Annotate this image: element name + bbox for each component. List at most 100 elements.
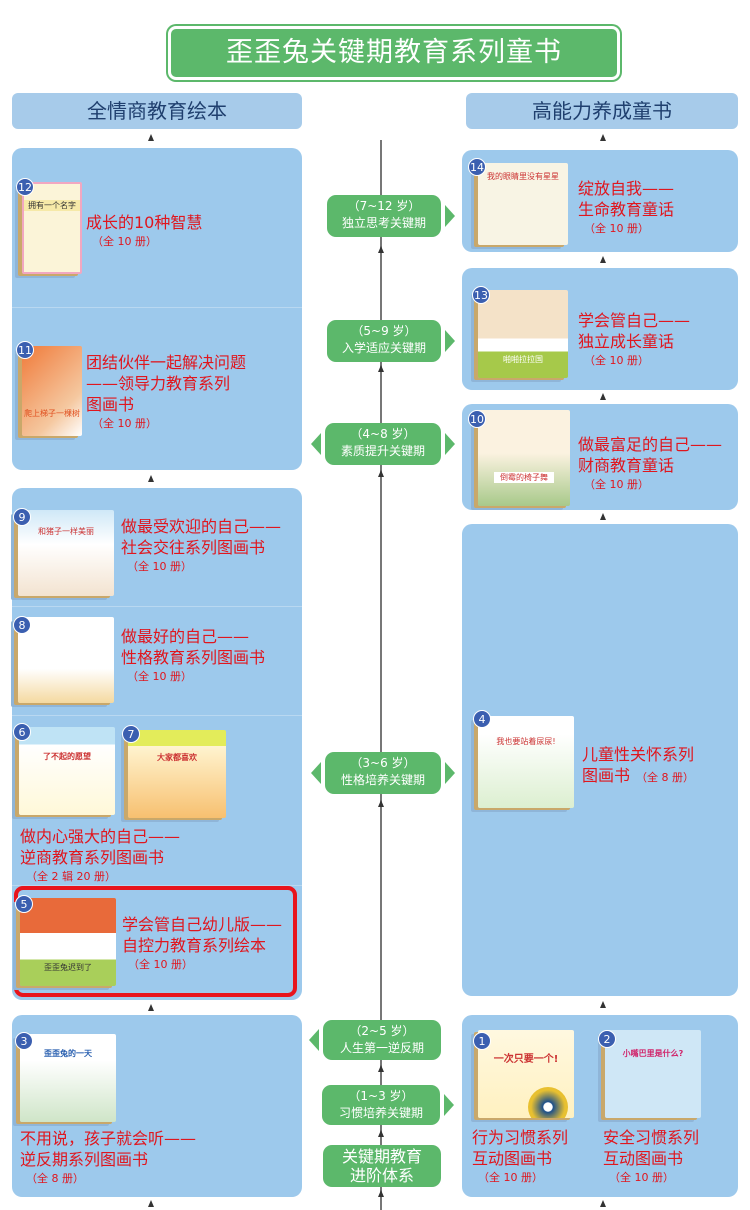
cd-icon — [528, 1087, 568, 1118]
timeline-line — [380, 140, 382, 1210]
number-badge: 10 — [468, 410, 486, 428]
book-series-4[interactable]: 儿童性关怀系列图画书（全 8 册） — [582, 744, 694, 788]
series-subtitle: 社会交往系列图画书 — [121, 538, 266, 557]
arrow-right-icon — [445, 433, 455, 455]
volume-count: （全 8 册） — [26, 1172, 84, 1185]
age-stage-2-5: （2~5 岁）人生第一逆反期 — [323, 1020, 441, 1060]
volume-count: （全 10 册） — [584, 478, 649, 491]
series-title: 安全习惯系列 — [603, 1128, 700, 1147]
number-badge: 2 — [598, 1030, 616, 1048]
book-cover-2[interactable]: 小嘴巴里是什么? — [605, 1030, 701, 1118]
arrow-up-icon — [378, 800, 384, 807]
cover-title: 我的眼睛里没有星星 — [487, 172, 559, 181]
cover-title: 大家都喜欢 — [157, 753, 197, 762]
stage-name: 习惯培养关键期 — [338, 1106, 423, 1120]
age-range: （3~6 岁） — [350, 756, 416, 770]
age-range: （5~9 岁） — [351, 324, 417, 338]
series-title: 做最富足的自己—— — [578, 435, 723, 454]
series-subtitle: 逆反期系列图画书 — [20, 1150, 149, 1169]
series-subtitle: 逆商教育系列图画书 — [20, 848, 165, 867]
book-series-10[interactable]: 做最富足的自己——财商教育童话（全 10 册） — [578, 434, 722, 492]
cover-title: 拥有一个名字 — [24, 200, 80, 211]
book-cover-3[interactable]: 歪歪兔的一天 — [20, 1034, 116, 1122]
age-stage-7-12: （7~12 岁）独立思考关键期 — [327, 195, 441, 237]
stage-name: 素质提升关键期 — [340, 444, 425, 458]
book-series-1[interactable]: 行为习惯系列互动图画书（全 10 册） — [472, 1127, 568, 1185]
arrow-up-icon — [378, 1190, 384, 1197]
book-cover-9[interactable]: 和猪子一样美丽 — [18, 510, 114, 596]
series-title: 做内心强大的自己—— — [20, 827, 181, 846]
book-series-6-7[interactable]: 做内心强大的自己——逆商教育系列图画书（全 2 辑 20 册） — [20, 826, 180, 884]
number-badge: 3 — [15, 1032, 33, 1050]
volume-count: （全 10 册） — [92, 417, 157, 430]
book-cover-13[interactable]: 啪啪拉拉国 — [478, 290, 568, 378]
age-stage-4-8: （4~8 岁） 素质提升关键期 — [325, 423, 441, 465]
series-title: 绽放自我—— — [578, 179, 675, 198]
arrow-up-icon — [378, 365, 384, 372]
arrow-right-icon — [444, 1094, 454, 1116]
book-cover-5[interactable]: 歪歪兔迟到了 — [20, 898, 116, 986]
book-cover-4[interactable]: 我也要站着尿尿! — [478, 716, 574, 808]
book-series-8[interactable]: 做最好的自己—— 性格教育系列图画书 （全 10 册） — [121, 626, 265, 684]
book-cover-12[interactable]: 拥有一个名字 — [22, 182, 82, 274]
book-series-11[interactable]: 团结伙伴一起解决问题——领导力教育系列图画书（全 10 册） — [86, 352, 246, 431]
arrow-up-icon — [148, 134, 154, 141]
book-series-5[interactable]: 学会管自己幼儿版——自控力教育系列绘本（全 10 册） — [122, 914, 282, 972]
book-cover-1[interactable]: 一次只要一个! — [478, 1030, 574, 1118]
book-series-13[interactable]: 学会管自己——独立成长童话（全 10 册） — [578, 310, 690, 368]
right-column-header: 高能力养成童书 — [466, 93, 738, 129]
number-badge: 13 — [472, 286, 490, 304]
arrow-right-icon — [445, 205, 455, 227]
system-label-line: 关键期教育 — [341, 1147, 422, 1166]
series-subtitle: 图画书 — [582, 766, 631, 785]
arrow-right-icon — [445, 330, 455, 352]
number-badge: 12 — [16, 178, 34, 196]
age-range: （4~8 岁） — [350, 427, 416, 441]
arrow-up-icon — [600, 134, 606, 141]
series-title: 做最好的自己—— — [121, 627, 250, 646]
age-range: （1~3 岁） — [348, 1089, 414, 1103]
cover-title: 歪歪兔的一天 — [44, 1049, 92, 1058]
book-series-14[interactable]: 绽放自我——生命教育童话（全 10 册） — [578, 178, 674, 236]
series-title: 学会管自己—— — [578, 311, 691, 330]
age-stage-3-6: （3~6 岁）性格培养关键期 — [325, 752, 441, 794]
arrow-up-icon — [378, 1130, 384, 1137]
book-series-9[interactable]: 做最受欢迎的自己—— 社会交往系列图画书 （全 10 册） — [121, 516, 281, 574]
stage-name: 独立思考关键期 — [341, 216, 426, 230]
book-cover-14[interactable]: 我的眼睛里没有星星 — [478, 163, 568, 245]
series-subtitle: 性格教育系列图画书 — [121, 648, 266, 667]
arrow-up-icon — [600, 1200, 606, 1207]
book-cover-7[interactable]: 大家都喜欢 — [128, 730, 226, 818]
arrow-up-icon — [148, 1200, 154, 1207]
book-cover-6[interactable]: 了不起的愿望 — [19, 727, 115, 815]
divider — [12, 885, 302, 886]
number-badge: 7 — [122, 725, 140, 743]
volume-count: （全 10 册） — [609, 1171, 674, 1184]
volume-count: （全 8 册） — [636, 771, 695, 784]
series-title: 不用说，孩子就会听—— — [20, 1129, 197, 1148]
age-range: （2~5 岁） — [349, 1024, 415, 1038]
volume-count: （全 10 册） — [127, 670, 192, 683]
volume-count: （全 10 册） — [584, 354, 649, 367]
system-label: 关键期教育进阶体系 — [323, 1145, 441, 1187]
book-series-2[interactable]: 安全习惯系列互动图画书 （全 10 册） — [603, 1127, 699, 1185]
book-cover-11[interactable]: 爬上梯子一棵树 — [22, 346, 82, 436]
cover-title: 歪歪兔迟到了 — [44, 963, 92, 972]
divider — [12, 606, 302, 607]
book-cover-10[interactable]: 倒霉的椅子舞 — [478, 410, 570, 506]
book-series-3[interactable]: 不用说，孩子就会听—— 逆反期系列图画书 （全 8 册） — [20, 1128, 196, 1186]
arrow-left-icon — [309, 1029, 319, 1051]
divider — [12, 715, 302, 716]
book-cover-8[interactable] — [18, 617, 114, 703]
system-label-line: 进阶体系 — [349, 1166, 414, 1185]
series-title: 行为习惯系列 — [472, 1128, 569, 1147]
series-title: 成长的10种智慧 — [86, 213, 203, 232]
book-series-12[interactable]: 成长的10种智慧（全 10 册） — [86, 212, 202, 249]
volume-count: （全 10 册） — [127, 560, 192, 573]
arrow-up-icon — [148, 1004, 154, 1011]
number-badge: 9 — [13, 508, 31, 526]
series-subtitle: 互动图画书 — [603, 1149, 684, 1168]
arrow-left-icon — [311, 762, 321, 784]
series-title: 做最受欢迎的自己—— — [121, 517, 282, 536]
age-stage-5-9: （5~9 岁）入学适应关键期 — [327, 320, 441, 362]
